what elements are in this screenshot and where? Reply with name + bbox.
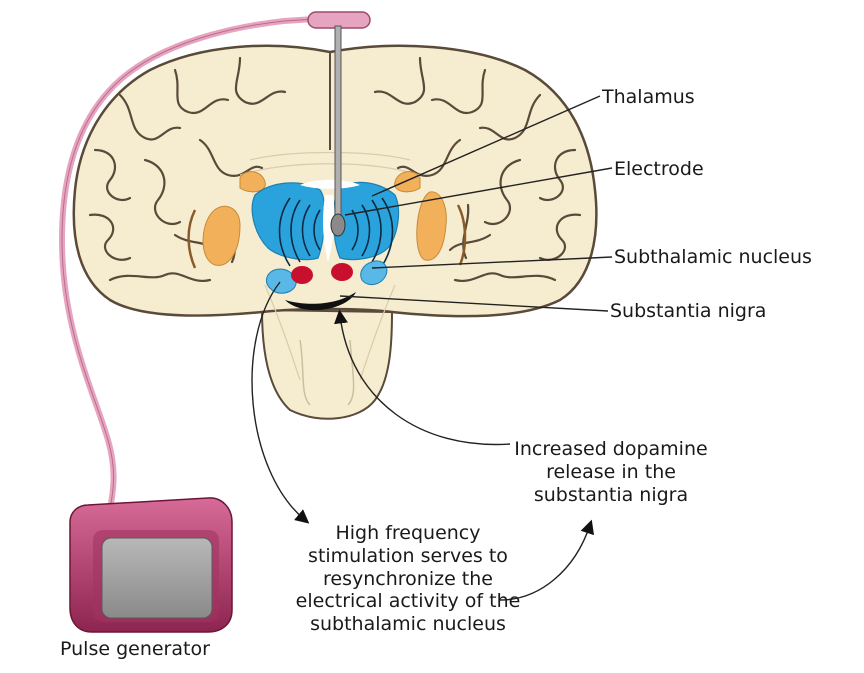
- stimulation-line: resynchronize the: [323, 567, 493, 590]
- leader-lines: [251, 95, 613, 601]
- stimulation-waves: [278, 197, 394, 267]
- dopamine-line: release in the: [546, 460, 676, 483]
- label-dopamine-release: Increased dopamine release in the substa…: [496, 438, 726, 506]
- dopamine-line: Increased dopamine: [514, 438, 708, 460]
- thalamus-left: [251, 182, 326, 261]
- label-subthalamic-nucleus: Subthalamic nucleus: [614, 246, 812, 268]
- electrode-shaft: [334, 25, 342, 223]
- label-high-frequency-stimulation: High frequency stimulation serves to res…: [278, 522, 538, 636]
- dopamine-line: substantia nigra: [533, 483, 689, 506]
- label-pulse-generator: Pulse generator: [60, 638, 210, 660]
- putamen-left: [202, 205, 241, 266]
- label-thalamus: Thalamus: [602, 86, 695, 108]
- stimulation-line: subthalamic nucleus: [310, 613, 506, 636]
- subthalamic-nucleus-right: [331, 263, 353, 281]
- stimulation-line: High frequency: [335, 522, 481, 544]
- substantia-nigra-shape: [285, 292, 356, 311]
- label-electrode: Electrode: [614, 158, 704, 180]
- subthalamic-pad-left: [265, 268, 297, 294]
- pulse-generator-device: [69, 497, 233, 633]
- label-substantia-nigra: Substantia nigra: [610, 300, 767, 322]
- caudate-left: [239, 171, 266, 193]
- electrode-tip: [330, 213, 346, 237]
- subthalamic-nucleus-left: [291, 266, 313, 284]
- caudate-right: [394, 171, 421, 193]
- stimulation-line: electrical activity of the: [295, 590, 521, 613]
- brain-stem: [260, 308, 394, 420]
- stimulation-line: stimulation serves to: [308, 544, 508, 567]
- putamen-right: [416, 191, 447, 261]
- subthalamic-pad-right: [360, 260, 388, 286]
